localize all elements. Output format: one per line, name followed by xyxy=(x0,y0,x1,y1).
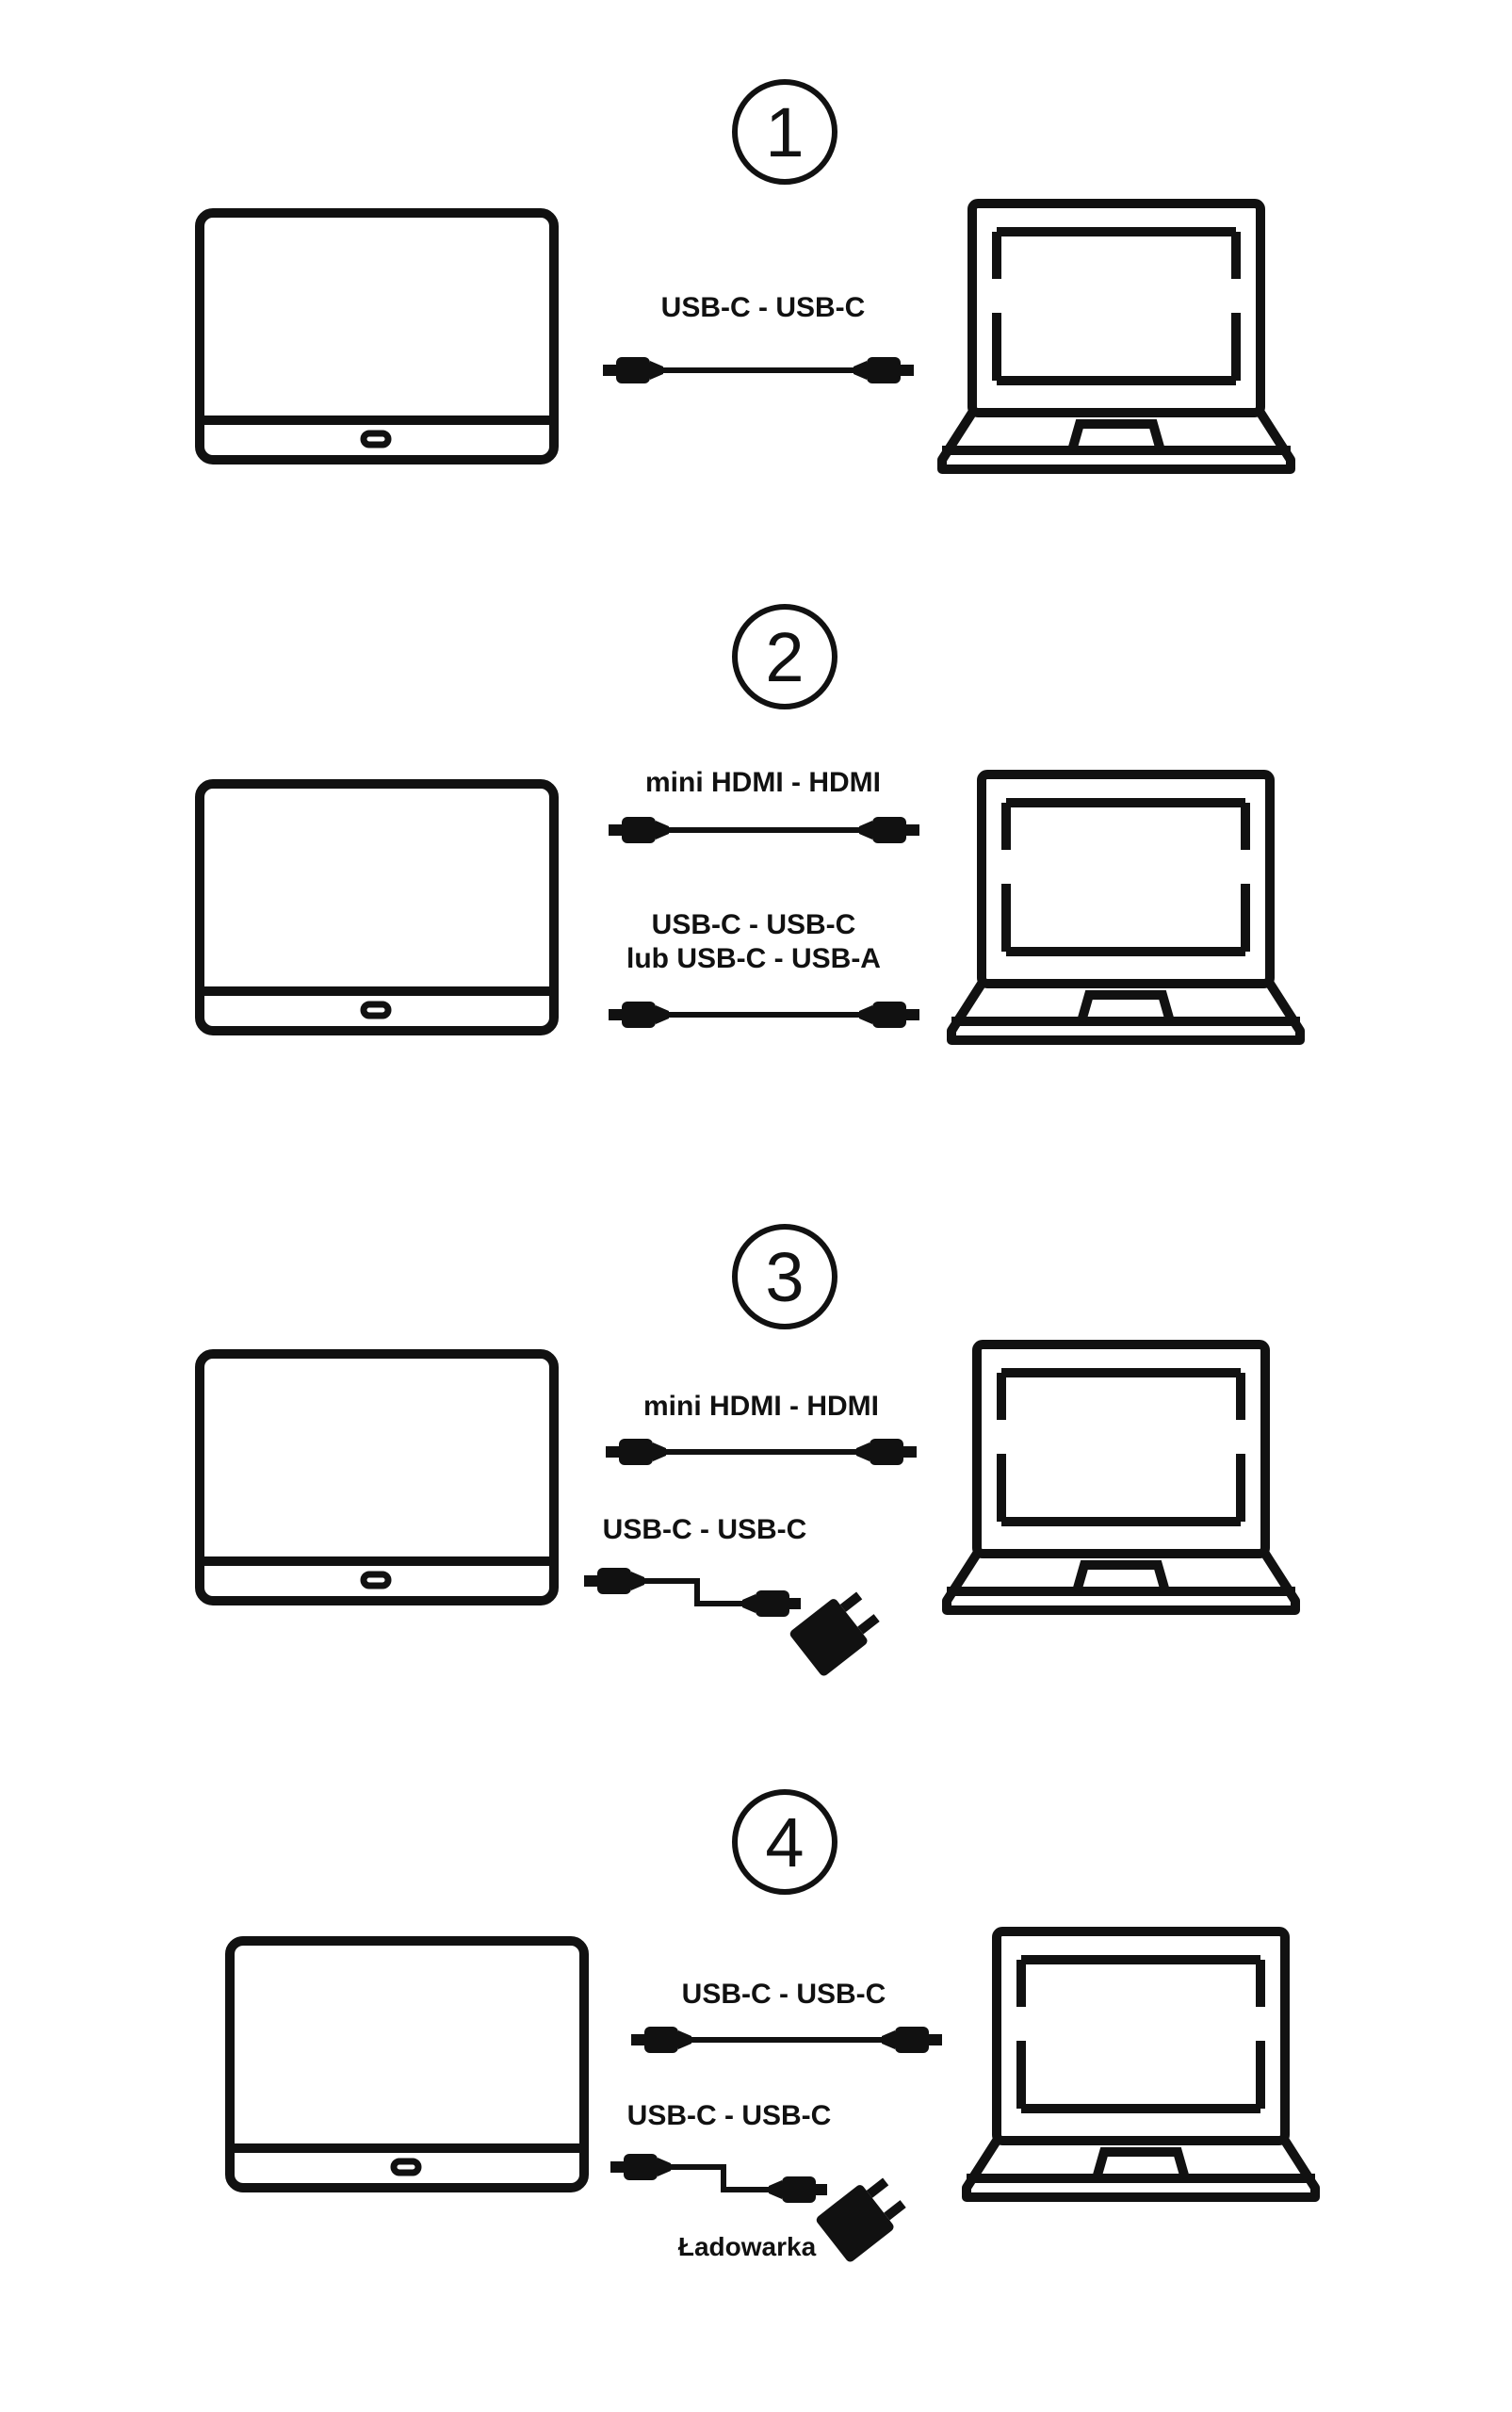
charger-cable-icon xyxy=(584,1568,886,1678)
step-number: 1 xyxy=(765,93,804,171)
cable-label: USB-C - USB-C xyxy=(603,1514,807,1545)
cable-label: mini HDMI - HDMI xyxy=(643,1391,879,1422)
portable-monitor-icon xyxy=(200,213,554,460)
step-4: 4 USB-C - USB-C USB-C - USB-C Ładowarka xyxy=(230,1789,1315,2264)
step-number: 2 xyxy=(765,618,804,696)
step-number-badge: 3 xyxy=(732,1224,837,1329)
portable-monitor-icon xyxy=(200,784,554,1031)
cable-label: USB-C - USB-C xyxy=(652,909,856,940)
cable-label: USB-C - USB-C xyxy=(627,2100,832,2131)
cable-label: USB-C - USB-C xyxy=(682,1979,886,2010)
step-2: 2 mini HDMI - HDMI USB-C - USB-C lub USB… xyxy=(200,604,1300,1040)
cable-icon xyxy=(603,357,914,383)
step-3: 3 mini HDMI - HDMI USB-C - USB-C xyxy=(200,1224,1295,1678)
step-number-badge: 2 xyxy=(732,604,837,709)
laptop-icon xyxy=(967,1931,1315,2197)
laptop-icon xyxy=(947,1345,1295,1610)
cable-label: mini HDMI - HDMI xyxy=(645,767,881,798)
cable-icon xyxy=(609,1002,919,1028)
step-number: 3 xyxy=(765,1238,804,1316)
charger-label: Ładowarka xyxy=(678,2232,817,2261)
laptop-icon xyxy=(942,204,1291,469)
cable-icon xyxy=(609,817,919,843)
cable-label: USB-C - USB-C xyxy=(661,292,866,323)
cable-icon xyxy=(606,1439,917,1465)
cable-label-alt: lub USB-C - USB-A xyxy=(626,943,881,974)
step-1: 1 USB-C - USB-C xyxy=(200,79,1291,469)
cable-icon xyxy=(631,2027,942,2053)
portable-monitor-icon xyxy=(200,1354,554,1601)
step-number-badge: 4 xyxy=(732,1789,837,1895)
step-number: 4 xyxy=(765,1803,804,1882)
portable-monitor-icon xyxy=(230,1941,584,2188)
step-number-badge: 1 xyxy=(732,79,837,185)
laptop-icon xyxy=(951,774,1300,1040)
